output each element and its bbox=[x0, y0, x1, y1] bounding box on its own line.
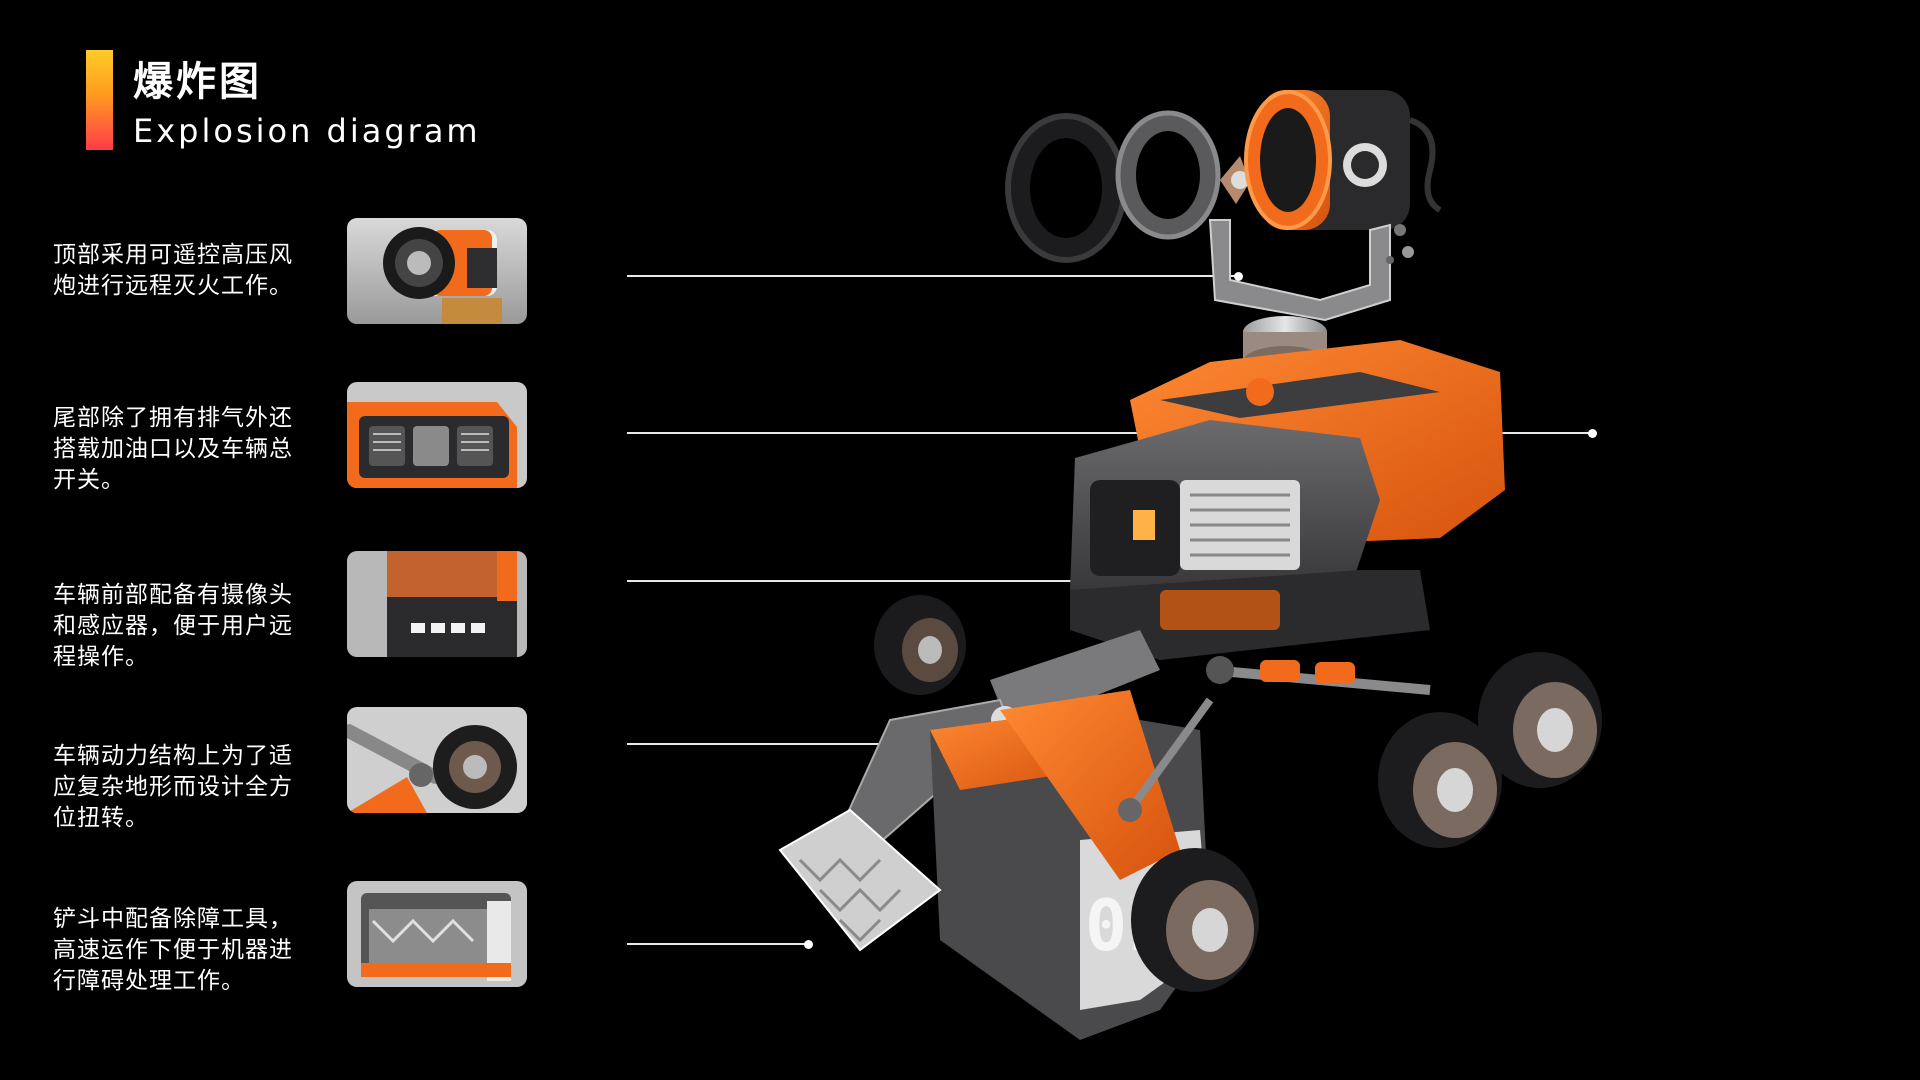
rear-wheel-top bbox=[1478, 652, 1602, 788]
rear-wheel-middle bbox=[1378, 712, 1502, 848]
cannon-ring-outer bbox=[1005, 113, 1127, 263]
rear-wheel-bottom bbox=[1131, 848, 1259, 992]
shovel-bucket-thumbnail[interactable] bbox=[347, 881, 527, 987]
water-cannon-body bbox=[1244, 90, 1442, 230]
leader-line-cannon bbox=[627, 275, 1239, 277]
feature-description: 顶部采用可遥控高压风 炮进行远程灭火工作。 bbox=[53, 242, 293, 299]
feature-item-cannon: 顶部采用可遥控高压风 炮进行远程灭火工作。 bbox=[0, 240, 1920, 350]
feature-description: 尾部除了拥有排气外还 搭载加油口以及车辆总 开关。 bbox=[53, 405, 293, 493]
feature-item-drive: 车辆动力结构上为了适 应复杂地形而设计全方 位扭转。 bbox=[0, 741, 1920, 851]
leader-dot-rear bbox=[1588, 428, 1597, 438]
cannon-propeller bbox=[1220, 156, 1250, 204]
rear-exhaust-icon bbox=[347, 382, 527, 488]
leader-dot-cannon bbox=[1234, 271, 1243, 281]
wheel-suspension-thumbnail[interactable] bbox=[347, 707, 527, 813]
page-title: 爆炸图 bbox=[133, 59, 262, 105]
rear-exhaust-thumbnail[interactable] bbox=[347, 382, 527, 488]
feature-item-rear: 尾部除了拥有排气外还 搭载加油口以及车辆总 开关。 bbox=[0, 403, 1920, 513]
explosion-diagram-illustration: 01 bbox=[740, 70, 1890, 1070]
leader-line-front bbox=[627, 580, 1318, 582]
feature-description: 车辆前部配备有摄像头 和感应器，便于用户远 程操作。 bbox=[53, 582, 293, 670]
small-bolts bbox=[1386, 224, 1414, 264]
title-accent-bar bbox=[86, 50, 113, 150]
wheel-suspension-icon bbox=[347, 707, 527, 813]
page-subtitle: Explosion diagram bbox=[133, 112, 481, 150]
feature-item-bucket: 铲斗中配备除障工具， 高速运作下便于机器进 行障碍处理工作。 bbox=[0, 904, 1920, 1014]
front-camera-icon bbox=[347, 551, 527, 657]
cannon-mount-bracket bbox=[1208, 219, 1391, 322]
leader-line-bucket bbox=[627, 943, 807, 945]
water-cannon-thumbnail[interactable] bbox=[347, 218, 527, 324]
front-wheel-left bbox=[874, 595, 966, 695]
leader-line-rear bbox=[627, 432, 1591, 434]
leader-dot-bucket bbox=[804, 939, 813, 949]
feature-item-front: 车辆前部配备有摄像头 和感应器，便于用户远 程操作。 bbox=[0, 580, 1920, 690]
water-cannon-icon bbox=[347, 218, 527, 324]
crusher-roller bbox=[778, 808, 942, 952]
vehicle-main-body bbox=[1070, 340, 1505, 660]
front-camera-thumbnail[interactable] bbox=[347, 551, 527, 657]
feature-description: 铲斗中配备除障工具， 高速运作下便于机器进 行障碍处理工作。 bbox=[53, 906, 293, 994]
shovel-bucket-icon bbox=[347, 881, 527, 987]
rear-suspension-arm bbox=[1118, 656, 1431, 822]
feature-description: 车辆动力结构上为了适 应复杂地形而设计全方 位扭转。 bbox=[53, 743, 293, 831]
cannon-ring-inner bbox=[1115, 110, 1221, 240]
vehicle-exploded-view: 01 bbox=[778, 90, 1602, 1040]
